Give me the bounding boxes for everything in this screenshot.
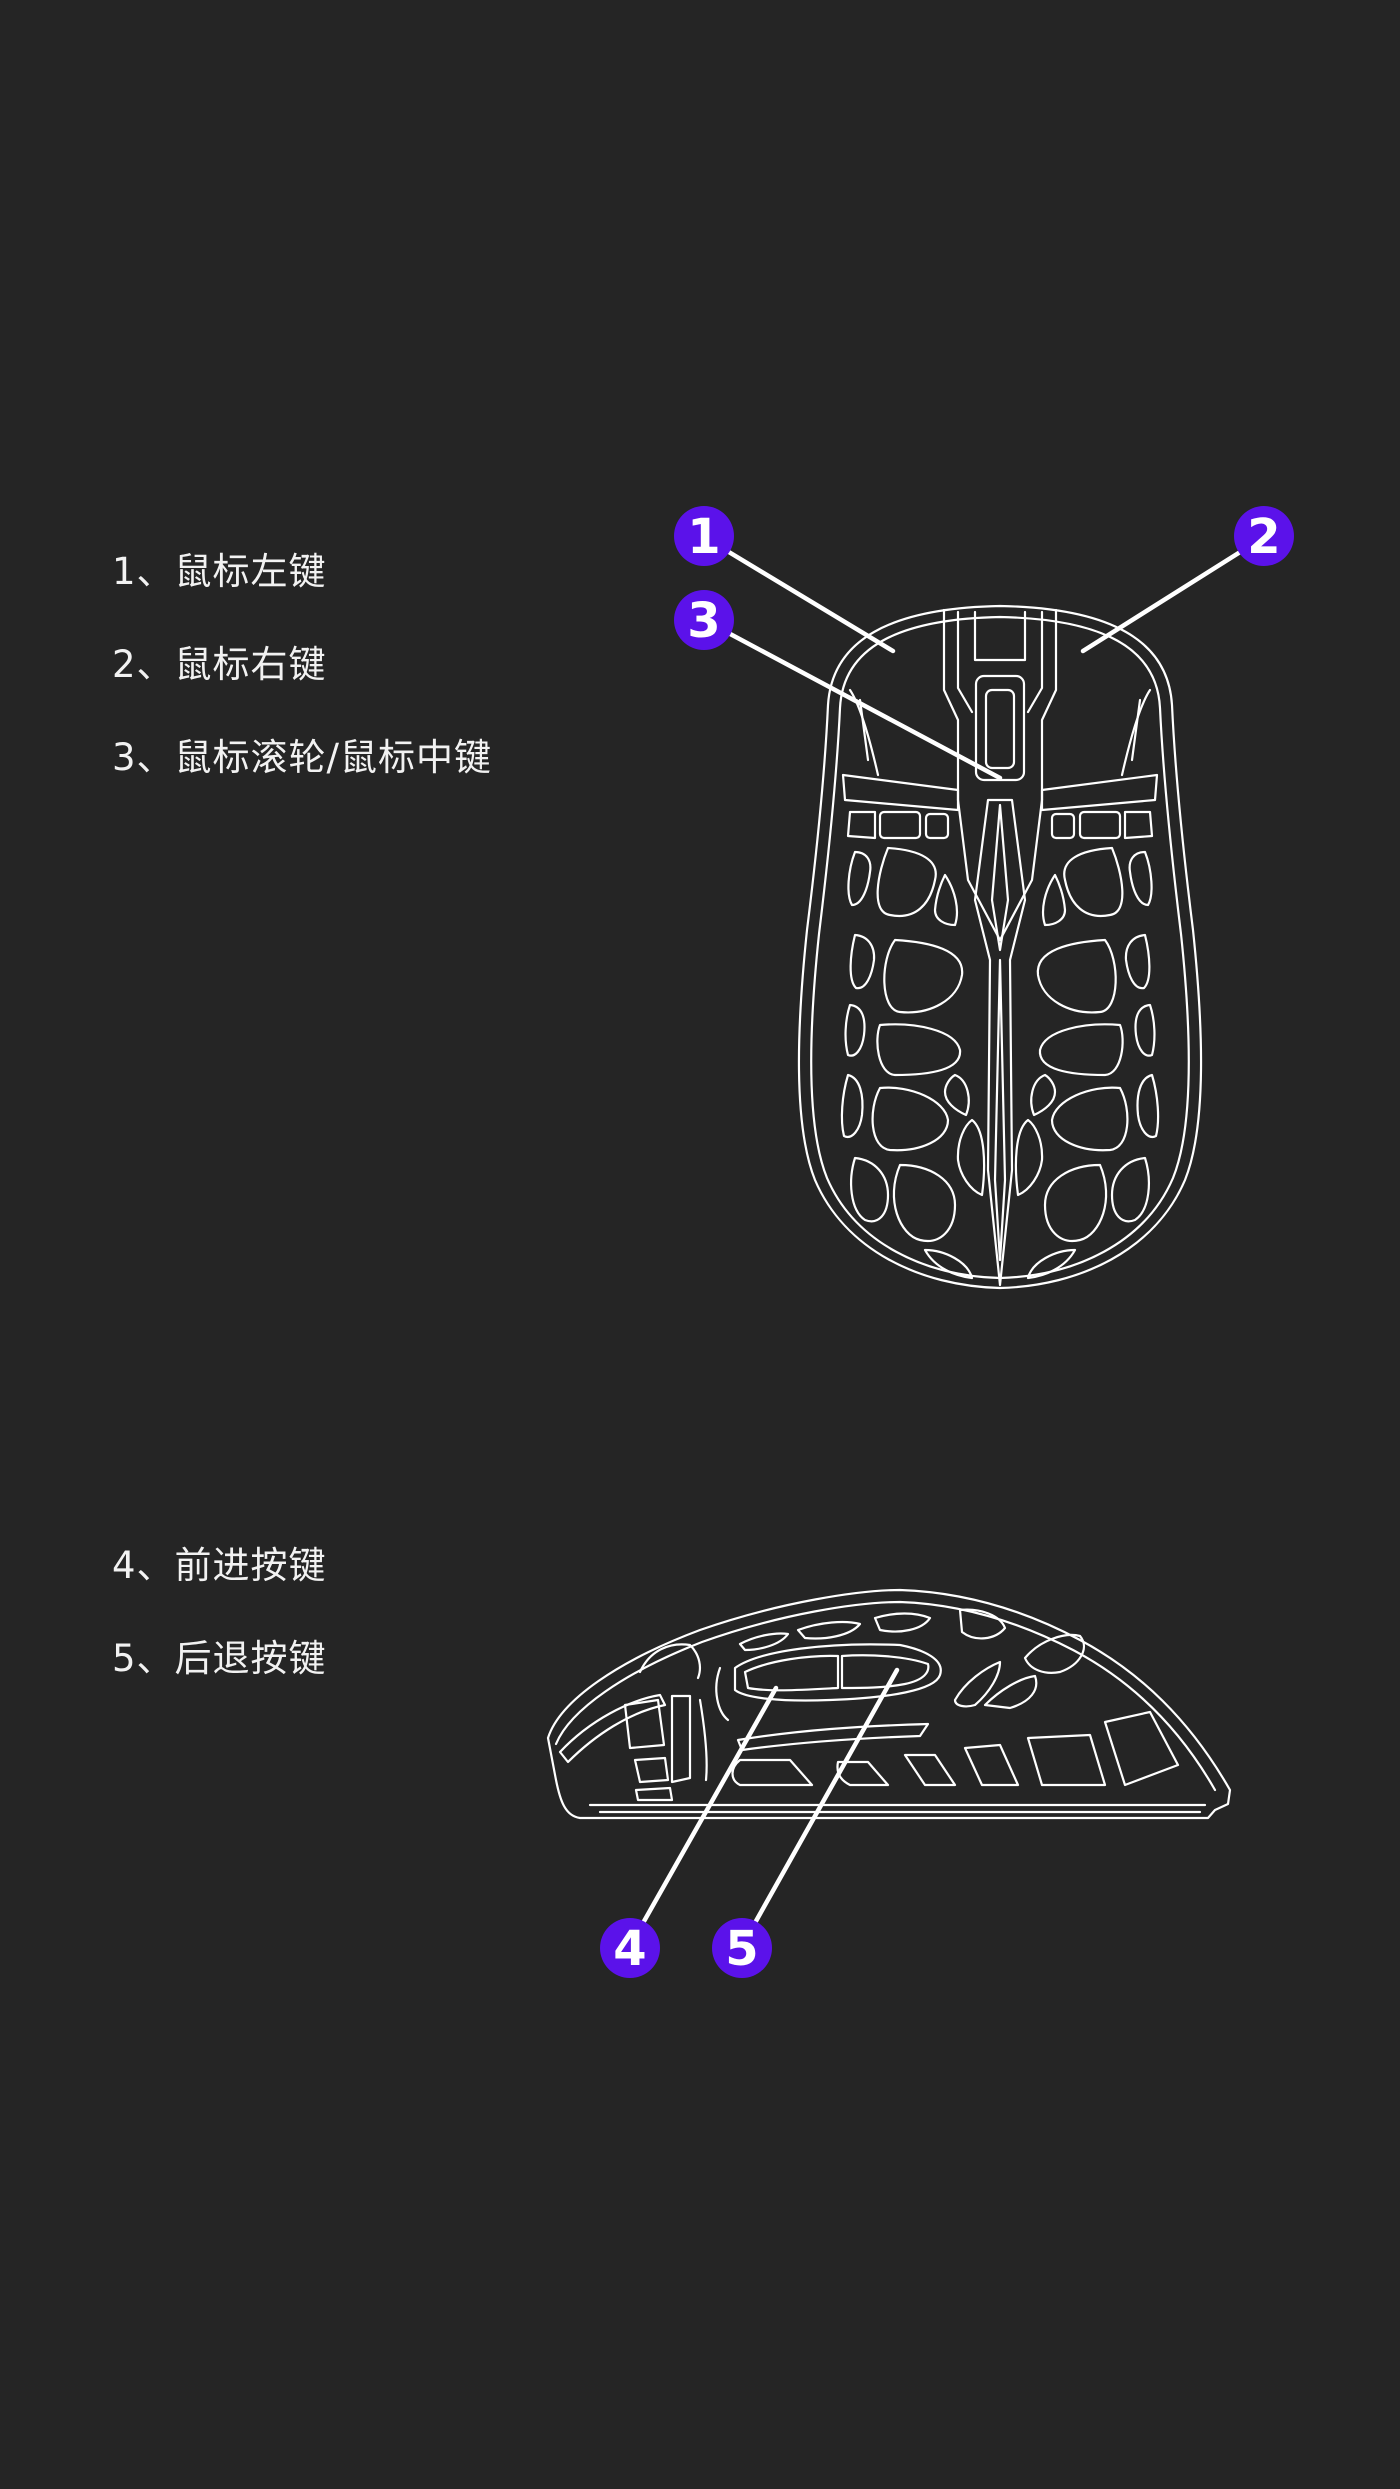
legend-side-view: 4、前进按键 5、后退按键 [112,1546,327,1732]
callout-badge-4: 4 [600,1918,660,1978]
legend-item-right-button: 2、鼠标右键 [112,643,327,686]
svg-text:2: 2 [1247,509,1280,565]
leader-line-4 [627,1685,779,1949]
leader-line-5 [739,1667,900,1949]
svg-text:5: 5 [725,1921,758,1977]
mouse-side-outline [546,1588,1232,1820]
back-button-outline [840,1654,930,1690]
mouse-side-view-illustration [546,1588,1232,1820]
leader-line-3 [701,617,1003,781]
legend-item-scroll-wheel: 3、鼠标滚轮/鼠标中键 [112,736,493,779]
legend-item-left-button: 1、鼠标左键 [112,550,327,593]
callout-badge-1: 1 [674,506,734,566]
mouse-spine [973,798,1027,1287]
callout-badge-5: 5 [712,1918,772,1978]
forward-button-outline [743,1654,840,1692]
callout-badge-3: 3 [674,590,734,650]
legend-item-back-button: 5、后退按键 [112,1637,327,1680]
svg-text:1: 1 [687,509,720,565]
legend-item-forward-button: 4、前进按键 [112,1544,327,1587]
legend-top-view: 1、鼠标左键 2、鼠标右键 3、鼠标滚轮/鼠标中键 [112,552,492,831]
callout-badge-2: 2 [1234,506,1294,566]
mouse-top-view-illustration [797,604,1203,1290]
leader-line-2 [1080,534,1267,654]
mouse-top-outline [797,604,1203,1290]
scroll-wheel-outline [974,674,1026,782]
leader-line-1 [701,534,896,654]
svg-text:3: 3 [687,593,720,649]
svg-text:4: 4 [613,1921,646,1977]
